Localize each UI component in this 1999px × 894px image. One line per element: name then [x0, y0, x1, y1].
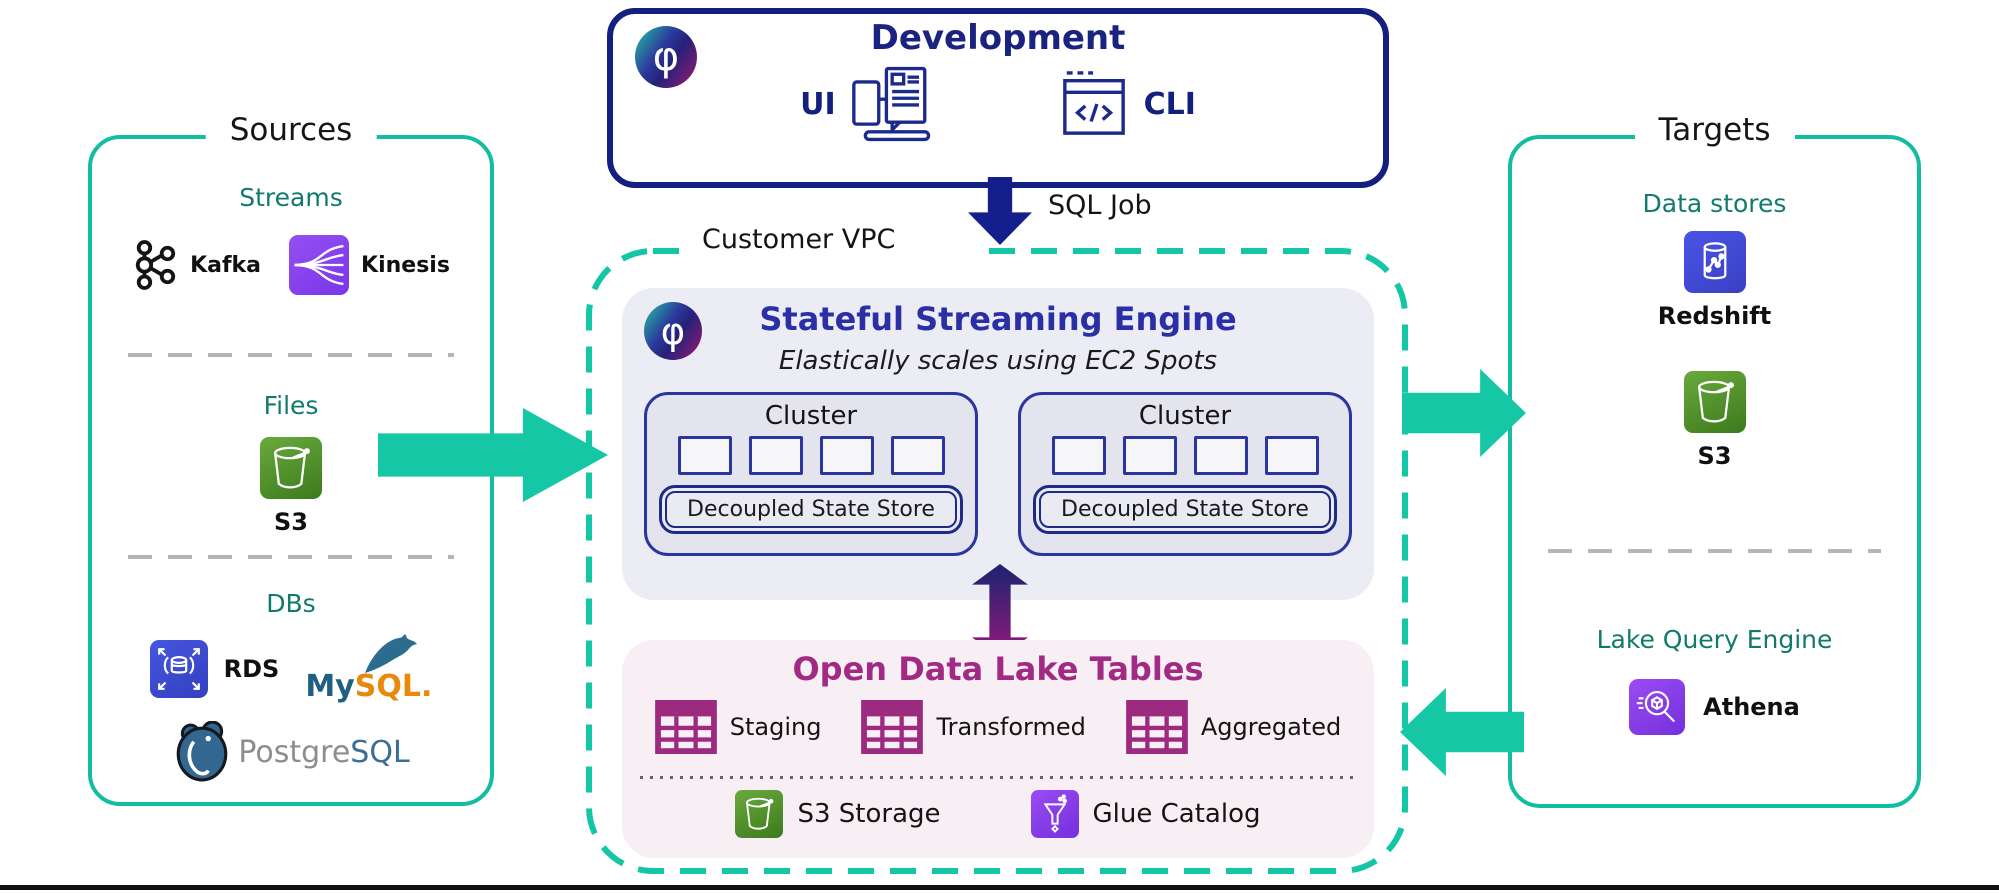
cluster-nodes [1051, 436, 1319, 475]
engine-title: Stateful Streaming Engine [759, 300, 1237, 338]
staging-table-item: Staging [654, 700, 822, 754]
data-stores-section-label: Data stores [1642, 189, 1787, 218]
mysql-dolphin-icon [364, 634, 417, 673]
files-section-label: Files [263, 391, 319, 420]
lake-dotted-divider [640, 776, 1356, 779]
lake-title: Open Data Lake Tables [792, 650, 1204, 688]
postgresql-row: PostgreSQL [92, 721, 490, 783]
dbs-row: RDS MySQL. [92, 633, 490, 704]
streaming-engine-box: φ Stateful Streaming Engine Elastically … [622, 288, 1374, 600]
cluster-node [1051, 436, 1106, 475]
s3-storage-item: S3 Storage [735, 790, 941, 838]
aggregated-label: Aggregated [1200, 713, 1342, 741]
targets-s3-label: S3 [1697, 442, 1732, 470]
cli-label: CLI [1143, 86, 1196, 122]
cluster-title: Cluster [764, 401, 858, 431]
streams-row: Kafka Kinesis [92, 235, 490, 295]
phi-logo-small: φ [644, 302, 702, 360]
s3-bucket-icon [735, 790, 784, 838]
cluster-nodes [677, 436, 945, 475]
rds-item: RDS [149, 639, 280, 698]
kinesis-icon [289, 235, 350, 295]
lake-tables-row: Staging Transformed [622, 700, 1374, 754]
targets-s3-item: S3 [1512, 371, 1917, 470]
cli-terminal-icon [1062, 71, 1125, 135]
kafka-icon [135, 240, 176, 290]
redshift-item: Redshift [1512, 231, 1917, 330]
glue-catalog-label: Glue Catalog [1092, 799, 1261, 829]
kafka-item: Kafka [132, 238, 261, 292]
redshift-icon [1683, 231, 1746, 293]
files-s3-label: S3 [274, 508, 308, 536]
staging-label: Staging [729, 713, 822, 741]
development-tools-row: UI [613, 64, 1383, 144]
cluster-node [1122, 436, 1177, 475]
sql-job-label: SQL Job [1048, 190, 1152, 221]
kinesis-label: Kinesis [361, 252, 450, 278]
aggregated-table-item: Aggregated [1126, 700, 1341, 754]
bottom-rule [0, 885, 1999, 890]
cluster-node [677, 436, 732, 475]
data-table-icon [654, 700, 717, 754]
cluster-node [1193, 436, 1248, 475]
state-store-label: Decoupled State Store [1039, 491, 1331, 528]
rds-icon [149, 639, 208, 698]
phi-logo: φ [635, 26, 697, 88]
sources-divider-1 [128, 353, 454, 357]
open-data-lake-box: Open Data Lake Tables Staging [622, 640, 1374, 858]
sources-panel-title: Sources [205, 112, 377, 148]
athena-icon [1629, 679, 1686, 735]
rds-label: RDS [223, 654, 280, 683]
mysql-item: MySQL. [305, 633, 432, 704]
cluster-box-1: Cluster Decoupled State Store [644, 392, 978, 556]
glue-catalog-item: Glue Catalog [1030, 790, 1261, 838]
kinesis-item: Kinesis [289, 235, 450, 295]
postgresql-wordmark: PostgreSQL [238, 734, 410, 770]
clusters-row: Cluster Decoupled State Store Cluster [622, 392, 1374, 556]
transformed-label: Transformed [936, 713, 1086, 741]
vpc-label-mask [686, 243, 982, 261]
files-s3-item: S3 [92, 437, 490, 536]
cluster-node [748, 436, 803, 475]
development-title: Development [870, 18, 1126, 58]
cluster-node [819, 436, 874, 475]
targets-panel: Targets Data stores Redshift [1508, 112, 1921, 808]
targets-to-vpc-arrow-icon [1400, 688, 1524, 776]
customer-vpc-label: Customer VPC [702, 224, 896, 255]
cluster-node [890, 436, 945, 475]
athena-label: Athena [1703, 693, 1800, 721]
glue-funnel-icon [1030, 790, 1079, 838]
state-store: Decoupled State Store [659, 485, 963, 534]
ui-workstation-icon [851, 66, 930, 142]
mysql-wordmark: MySQL. [305, 669, 433, 704]
kafka-label: Kafka [190, 252, 262, 278]
s3-bucket-icon [1683, 371, 1746, 433]
engine-subtitle: Elastically scales using EC2 Spots [778, 346, 1218, 376]
dbs-section-label: DBs [266, 589, 316, 618]
transformed-table-item: Transformed [861, 700, 1086, 754]
athena-item: Athena [1512, 679, 1917, 735]
state-store-label: Decoupled State Store [665, 491, 957, 528]
ui-label: UI [800, 86, 836, 122]
cluster-box-2: Cluster Decoupled State Store [1018, 392, 1352, 556]
sources-divider-2 [128, 555, 454, 559]
data-table-icon [861, 700, 924, 754]
redshift-label: Redshift [1657, 302, 1772, 330]
postgresql-elephant-icon [177, 721, 228, 782]
s3-storage-label: S3 Storage [797, 799, 941, 829]
vpc-dashed-border [586, 248, 1408, 874]
cluster-title: Cluster [1138, 401, 1232, 431]
lake-query-engine-section-label: Lake Query Engine [1596, 625, 1833, 654]
cluster-node [1264, 436, 1319, 475]
lake-storage-row: S3 Storage Glue Catalog [622, 790, 1374, 838]
streams-section-label: Streams [239, 183, 343, 212]
s3-bucket-icon [260, 437, 322, 499]
targets-divider [1548, 549, 1881, 553]
development-box: φ Development UI [607, 8, 1389, 188]
data-table-icon [1126, 700, 1188, 754]
state-store: Decoupled State Store [1033, 485, 1337, 534]
targets-panel-title: Targets [1634, 112, 1795, 148]
